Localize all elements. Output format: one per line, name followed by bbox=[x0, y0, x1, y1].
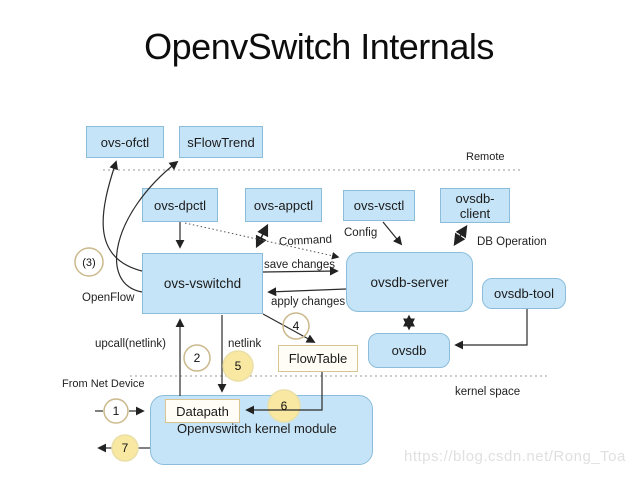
step-label-1: 1 bbox=[113, 404, 120, 418]
node-datapath: Datapath bbox=[165, 399, 240, 423]
node-ovsdb-server: ovsdb-server bbox=[346, 252, 473, 312]
step-circle-3 bbox=[74, 247, 104, 277]
label-save-changes: save changes bbox=[264, 259, 335, 271]
label-apply-changes: apply changes bbox=[271, 296, 346, 308]
edge-client-server bbox=[453, 224, 468, 247]
node-ovs-ofctl: ovs-ofctl bbox=[86, 126, 164, 158]
step-label-7: 7 bbox=[122, 441, 129, 455]
step-circle-7 bbox=[111, 434, 139, 462]
edge-vswitchd-flowtable bbox=[262, 313, 316, 343]
page-title: OpenvSwitch Internals bbox=[144, 26, 494, 67]
node-sflowtrend: sFlowTrend bbox=[179, 126, 263, 158]
label-command: Command bbox=[278, 233, 333, 249]
step-label-2: 2 bbox=[194, 351, 201, 365]
node-ovs-vswitchd: ovs-vswitchd bbox=[142, 253, 263, 314]
node-kernel-module-label: Openvswitch kernel module bbox=[177, 421, 337, 436]
label-kernel-space: kernel space bbox=[455, 386, 521, 398]
edge-vsctl-server bbox=[382, 221, 403, 246]
label-remote: Remote bbox=[466, 151, 505, 163]
edge-appctl-vswitchd bbox=[255, 223, 269, 249]
edge-apply-changes bbox=[267, 287, 347, 297]
node-flowtable: FlowTable bbox=[278, 345, 358, 372]
node-ovs-appctl: ovs-appctl bbox=[245, 188, 322, 222]
step-label-3: (3) bbox=[82, 257, 95, 269]
label-from-net-device: From Net Device bbox=[62, 378, 145, 390]
node-ovs-vsctl: ovs-vsctl bbox=[343, 190, 415, 221]
label-db-operation: DB Operation bbox=[477, 236, 547, 248]
label-config: Config bbox=[344, 227, 378, 239]
step-circle-1 bbox=[103, 398, 129, 424]
edge-vswitchd-ofctl bbox=[102, 160, 143, 272]
label-upcall: upcall(netlink) bbox=[95, 338, 166, 350]
node-ovsdb: ovsdb bbox=[368, 333, 450, 368]
step-label-4: 4 bbox=[293, 319, 300, 333]
node-ovsdb-client: ovsdb-client bbox=[440, 188, 510, 223]
label-openflow: OpenFlow bbox=[82, 292, 135, 304]
step-circle-5 bbox=[222, 350, 254, 382]
step-circle-4 bbox=[282, 312, 310, 340]
node-ovsdb-tool: ovsdb-tool bbox=[482, 278, 566, 309]
label-netlink: netlink bbox=[228, 338, 262, 350]
edge-tool-ovsdb bbox=[454, 309, 528, 350]
step-circle-2 bbox=[183, 344, 211, 372]
watermark: https://blog.csdn.net/Rong_Toa bbox=[404, 448, 626, 465]
node-ovs-dpctl: ovs-dpctl bbox=[142, 188, 218, 222]
step-label-5: 5 bbox=[235, 359, 242, 373]
